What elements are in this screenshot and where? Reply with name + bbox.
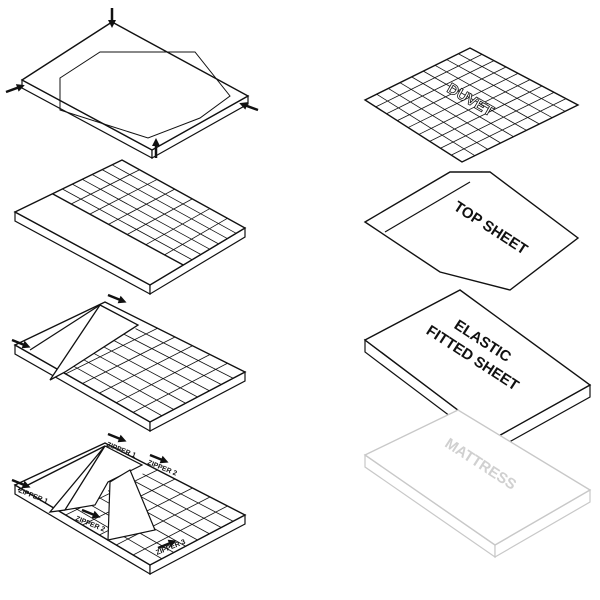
arrow-icon [107,293,122,302]
step2-duvet-grid-line [72,183,202,255]
duvet-grid-line [446,59,553,119]
step2-duvet-grid-line [82,178,210,250]
duvet-grid-line [388,88,488,150]
arrow-icon-head [167,539,177,548]
arrow-icon [107,432,122,441]
arrow-icon-head [159,455,169,464]
arrow-icon-head [152,138,160,146]
step2-duvet-grid-line [70,169,140,205]
arrow-icon [157,541,172,550]
arrow-icon-head [108,20,116,28]
top-sheet-fold-line [384,181,471,233]
step2-fold-line [52,193,184,266]
arrow-icon [11,478,26,487]
step2-bed-top [13,159,247,286]
duvet-grid-line [386,60,495,115]
arrow-icon-head [117,295,127,304]
duvet-grid-line [423,70,527,131]
step3-duvet-grid-line [123,333,222,385]
step2-duvet-grid-line [89,179,158,215]
step3-duvet-grid-line [78,356,174,410]
arrow-icon-head [239,102,249,110]
duvet-grid-line [399,82,501,144]
step2-duvet-grid-line [111,164,237,234]
step4-open-panel [107,469,156,541]
fitted-sheet-top [363,289,592,439]
step4-duvet-grid-line [130,479,222,528]
arrow-icon-head [21,480,31,489]
step1-mattress-top [20,21,250,151]
arrow-icon-head [21,340,31,349]
duvet-grid-line [376,93,476,157]
arrow-icon [149,453,164,462]
duvet-grid-line [375,53,483,108]
arrow-icon [5,86,20,94]
arrow-icon [11,338,26,347]
step4-edge [17,445,106,491]
step4-flap-mid [63,445,144,511]
step3-duvet-grid-line [135,328,234,379]
step3-folded-corner [49,304,140,381]
duvet-grid-line [407,72,519,128]
duvet-grid-line [429,85,543,142]
duvet-grid-line [418,79,531,135]
arrow-icon-head [15,84,25,92]
step2-duvet-grid-line [62,188,193,261]
step1-fitted-outline [59,51,231,139]
step3-duvet-grid-line [101,345,198,398]
arrow-icon-head [91,510,101,519]
step2-duvet-grid-line [92,174,219,245]
arrow-icon [244,104,259,112]
duvet-grid-line [397,66,507,122]
arrow-icon-head [117,434,127,443]
step2-duvet-grid-line [108,188,175,225]
duvet-grid-line [451,98,567,156]
step3-duvet-grid-line [89,350,186,404]
duvet-grid-line [458,53,566,112]
step2-duvet-grid-line [145,208,211,246]
step3-duvet-grid-line [112,339,210,392]
step2-duvet-grid-line [164,217,228,256]
step4-duvet-grid-line [142,473,234,522]
step3-duvet-grid-line [66,362,163,417]
step3-fold-edge [29,304,101,351]
top-sheet-shape [363,171,580,291]
step3-bed-top [13,301,247,423]
duvet-grid-line [411,76,514,138]
arrow-icon [81,508,96,517]
mattress-top [363,409,592,546]
duvet-grid-line [440,91,555,149]
step2-duvet-grid-line [101,169,228,239]
duvet-grid-line [434,64,540,125]
step2-duvet-grid-line [127,198,193,235]
